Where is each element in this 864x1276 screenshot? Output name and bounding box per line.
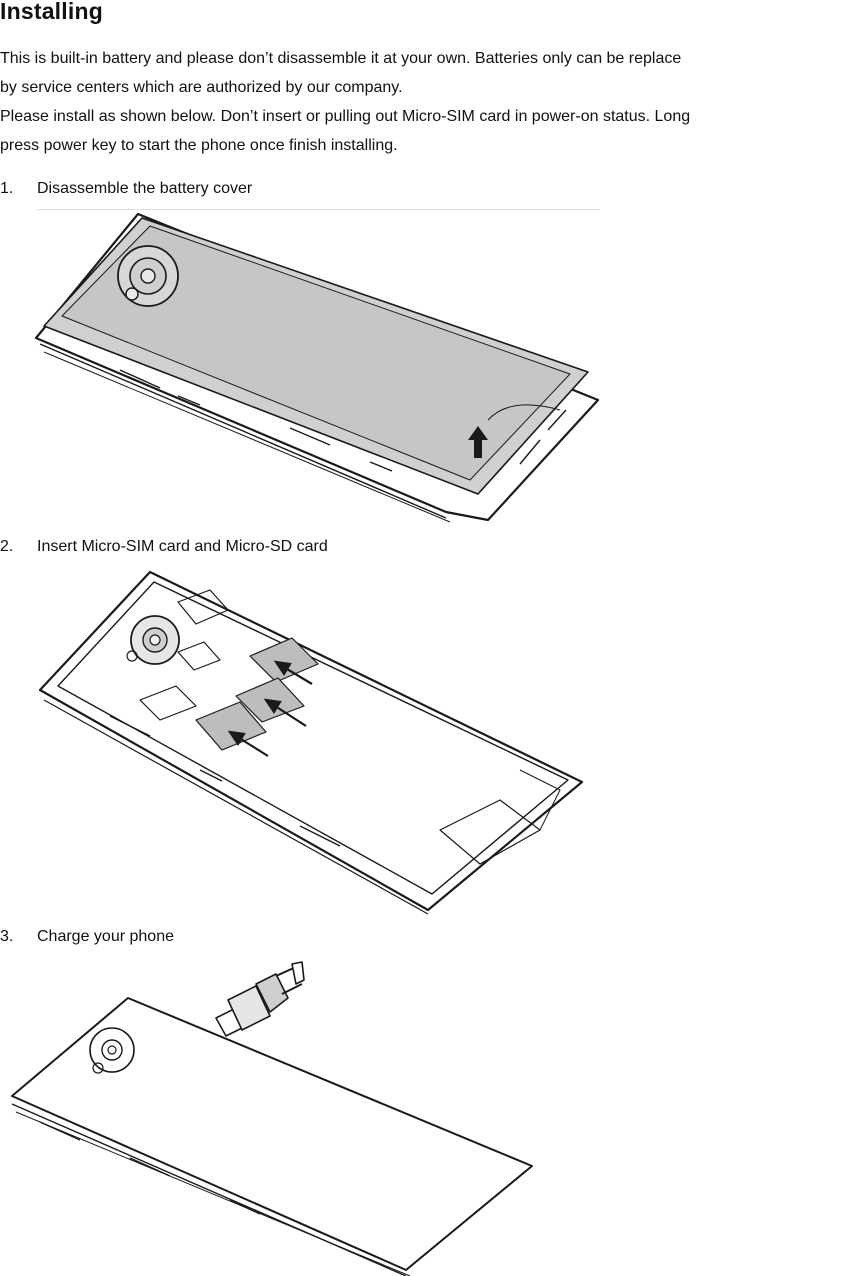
paragraph-line: Please install as shown below. Don’t ins… [0,108,691,125]
step-1: 1. Disassemble the battery cover [0,178,252,200]
step-text: Insert Micro-SIM card and Micro-SD card [37,538,328,555]
paragraph-line: press power key to start the phone once … [0,137,398,154]
battery-warning-paragraph: This is built-in battery and please don’… [0,44,864,102]
paragraph-line: by service centers which are authorized … [0,79,403,96]
step-2: 2. Insert Micro-SIM card and Micro-SD car… [0,536,328,558]
install-instructions-paragraph: Please install as shown below. Don’t ins… [0,102,864,160]
step-number: 3. [0,928,14,945]
step-3: 3. Charge your phone [0,926,174,948]
step-number: 1. [0,180,14,197]
step-number: 2. [0,538,14,555]
step-text: Disassemble the battery cover [37,180,253,197]
sim-sd-card-insertion-illustration [38,570,584,915]
step-text: Charge your phone [37,928,174,945]
paragraph-line: This is built-in battery and please don’… [0,50,682,67]
page-title: Installing [0,0,103,24]
step-divider [37,209,600,210]
phone-back-cover-removal-illustration [34,212,600,523]
phone-charging-illustration [11,961,533,1276]
